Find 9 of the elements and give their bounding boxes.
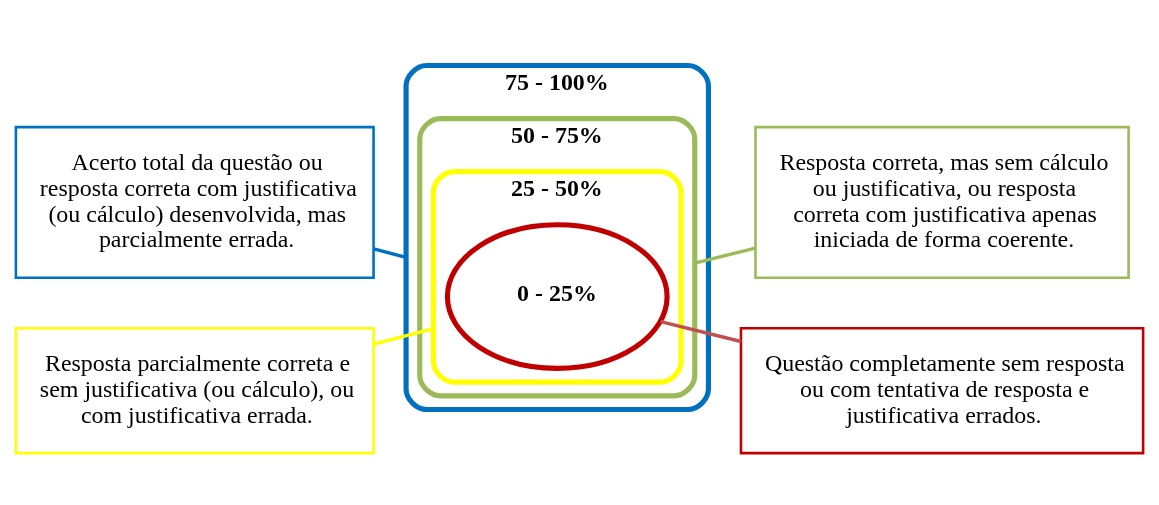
connector — [694, 246, 756, 265]
node-box: Acerto total da questão ou resposta correta com justificativa (ou cálculo) desenvolvida, mas parcialmente errada. — [14, 125, 375, 280]
connector — [660, 320, 742, 344]
connector — [373, 247, 407, 260]
node-box: Questão completamente sem resposta ou com tentativa de resposta e justificativa errados. — [739, 326, 1145, 455]
node-ellipse: 0 - 25% — [444, 222, 670, 371]
node-box: Resposta parcialmente correta e sem justificativa (ou cálculo), ou com justificativa errada. — [14, 326, 375, 455]
connector — [373, 326, 434, 346]
node-box: Resposta correta, mas sem cálculo ou justificativa, ou resposta correta com justificativa apenas iniciada de forma coerente. — [754, 125, 1130, 280]
